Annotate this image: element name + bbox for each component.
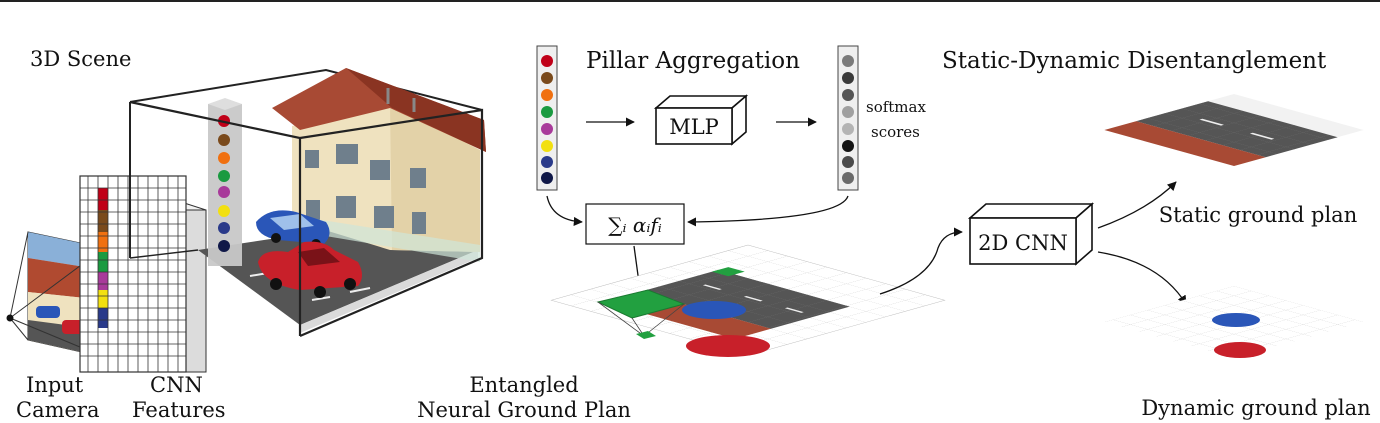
arrow-to-dynamic [1097,251,1187,305]
features-label: Features [132,398,226,422]
camera-label: Camera [16,398,100,422]
arrow-plan-to-cnn [879,227,963,295]
static-ground-plan [1104,94,1364,167]
scene-label: 3D Scene [30,47,131,71]
dynamic-ground-plan [1104,286,1364,359]
entangled-label: Entangled [469,373,578,397]
scene-box [129,68,486,338]
red-car [258,241,362,298]
arrow-scores-to-sum [687,195,849,227]
cnn2d-label: 2D CNN [978,231,1068,255]
arrow-features-to-sum [546,195,583,226]
static-ground-plan-label: Static ground plan [1159,203,1357,227]
cnn-feature-grid [79,175,207,373]
mlp-block: MLP [653,94,749,146]
static-dynamic-title: Static-Dynamic Disentanglement [942,48,1327,74]
softmax-label: softmax [866,98,926,116]
arrow-to-static [1097,181,1177,229]
blue-car [256,210,330,249]
scores-label: scores [871,123,920,141]
neural-ground-plan-label: Neural Ground Plan [417,398,631,422]
cnn2d-block: 2D CNN [967,202,1095,266]
weighted-sum-box: ∑ᵢ αᵢfᵢ [585,203,685,245]
mlp-label: MLP [669,115,719,139]
input-label: Input [26,373,84,397]
feature-vector [536,45,558,191]
dynamic-ground-plan-label: Dynamic ground plan [1141,396,1370,420]
camera-center-icon [6,314,14,322]
weighted-sum-label: ∑ᵢ αᵢfᵢ [608,213,662,237]
cnn-label: CNN [150,373,203,397]
pillar-aggregation-title: Pillar Aggregation [586,48,800,74]
softmax-vector [837,45,859,191]
entangled-ground-plan [550,244,946,357]
feature-pillar [208,98,242,266]
